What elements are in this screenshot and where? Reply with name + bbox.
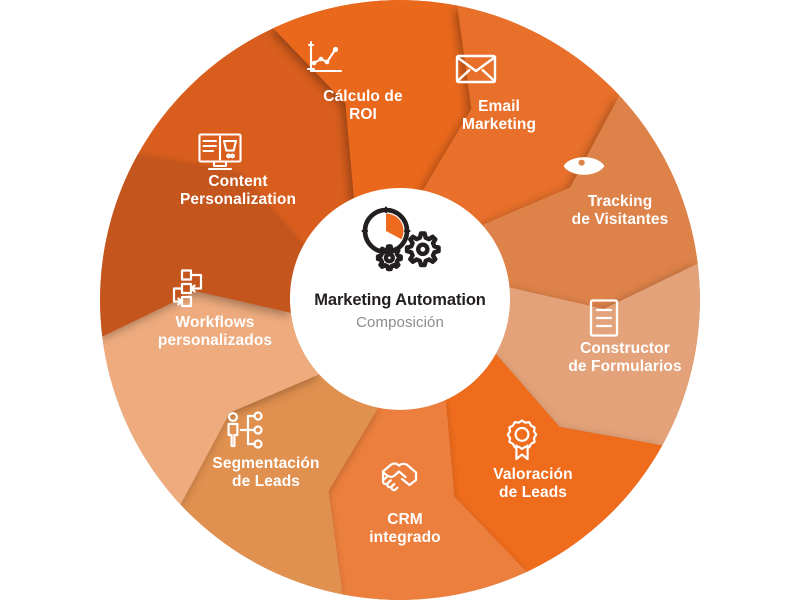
wheel-segment-valoracion-de-leads[interactable] [445, 352, 663, 572]
hub-subtitle: Composición [356, 314, 444, 331]
wheel-segment-crm-integrado[interactable] [328, 397, 527, 600]
wheel-svg [100, 0, 700, 600]
wheel-segment-constructor-de-formularios[interactable] [494, 263, 700, 446]
wheel-segment-workflows-personalizados[interactable] [102, 291, 322, 505]
stopwatch-gears-icon [357, 206, 443, 281]
wheel-segments [100, 0, 700, 600]
wheel-segment-tracking-de-visitantes[interactable] [478, 95, 698, 309]
hub-title: Marketing Automation [314, 291, 486, 309]
marketing-automation-wheel [100, 0, 700, 600]
wheel-segment-content-personalization[interactable] [100, 154, 306, 337]
hub-circle: Marketing Automation Composición [290, 188, 510, 408]
